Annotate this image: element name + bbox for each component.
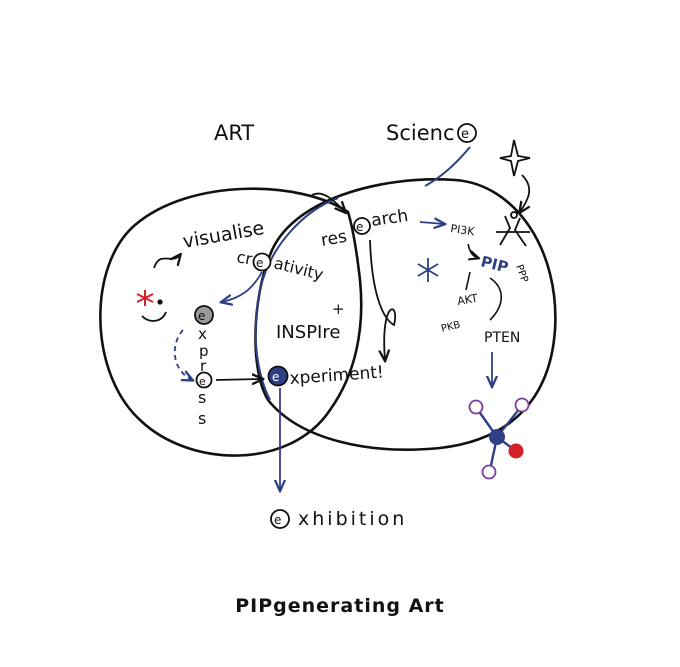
- experiment-word: xperiment!: [289, 362, 384, 389]
- science-e-marker: e: [457, 123, 477, 143]
- express-letter-r: r: [200, 357, 207, 375]
- akt-line: [465, 271, 471, 291]
- svg-text:e: e: [356, 220, 363, 234]
- express-to-experiment-arrow: [215, 379, 262, 380]
- snowflake-icon: [417, 258, 439, 282]
- pten-label: PTEN: [484, 330, 520, 346]
- svg-text:e: e: [256, 256, 263, 270]
- exhibition-word: xhibition: [298, 508, 407, 530]
- red-asterisk-icon: [136, 290, 154, 306]
- creativity-cr: cr: [235, 247, 254, 268]
- express-letter-s2: s: [198, 409, 206, 428]
- receptor-icon: [496, 211, 530, 247]
- research-arrow: [311, 192, 345, 212]
- sparkle-arrow: [520, 174, 529, 212]
- pip-label: PIP: [479, 252, 510, 276]
- science-inner-edge: [254, 197, 339, 401]
- inspire-word: INSPIre: [276, 322, 340, 343]
- express-second-e-marker: e: [195, 371, 213, 389]
- exhibition-e-marker: e: [270, 509, 290, 529]
- svg-text:e: e: [199, 375, 206, 388]
- svg-text:e: e: [274, 513, 281, 527]
- pip-to-pten-curve: [489, 277, 503, 321]
- express-letter-s1: s: [198, 388, 206, 407]
- art-label: ART: [214, 121, 254, 145]
- art-circle: [99, 187, 363, 457]
- svg-text:e: e: [461, 127, 469, 142]
- express-letter-p: p: [199, 342, 209, 360]
- research-loop-arrow: [369, 239, 396, 360]
- science-label: Scienc: [386, 121, 455, 145]
- visualise-word: visualise: [181, 217, 266, 253]
- experiment-e-marker: e: [267, 365, 289, 387]
- visualise-arrow: [153, 255, 180, 269]
- research-to-pi3k-arrow: [419, 222, 444, 224]
- sparkle-icon: [499, 139, 531, 177]
- figure-caption: PIPgenerating Art: [235, 595, 445, 617]
- express-letter-x: x: [198, 325, 207, 343]
- creativity-e-marker: e: [252, 252, 272, 272]
- science-link: [424, 146, 471, 187]
- akt-label: AKT: [456, 292, 479, 308]
- inspire-plus: +: [332, 300, 345, 318]
- creativity-ativity: ativity: [272, 253, 325, 284]
- ppp-label: PPP: [513, 263, 530, 284]
- svg-text:e: e: [272, 370, 279, 384]
- science-circle: [254, 178, 557, 451]
- research-arch: arch: [370, 206, 410, 231]
- pkb-label: PKB: [440, 319, 462, 334]
- molecule-icon: [468, 397, 530, 480]
- smiley-icon: [141, 299, 167, 322]
- express-dashed-arrow: [173, 329, 192, 380]
- research-e-marker: e: [353, 217, 371, 235]
- research-res: res: [319, 227, 348, 251]
- pi3k-label: PI3K: [450, 222, 476, 238]
- creativity-to-express-arrow: [222, 271, 263, 302]
- pi3k-to-pip-arrow: [467, 243, 478, 258]
- express-e-marker: e: [194, 305, 214, 325]
- svg-text:e: e: [198, 309, 205, 323]
